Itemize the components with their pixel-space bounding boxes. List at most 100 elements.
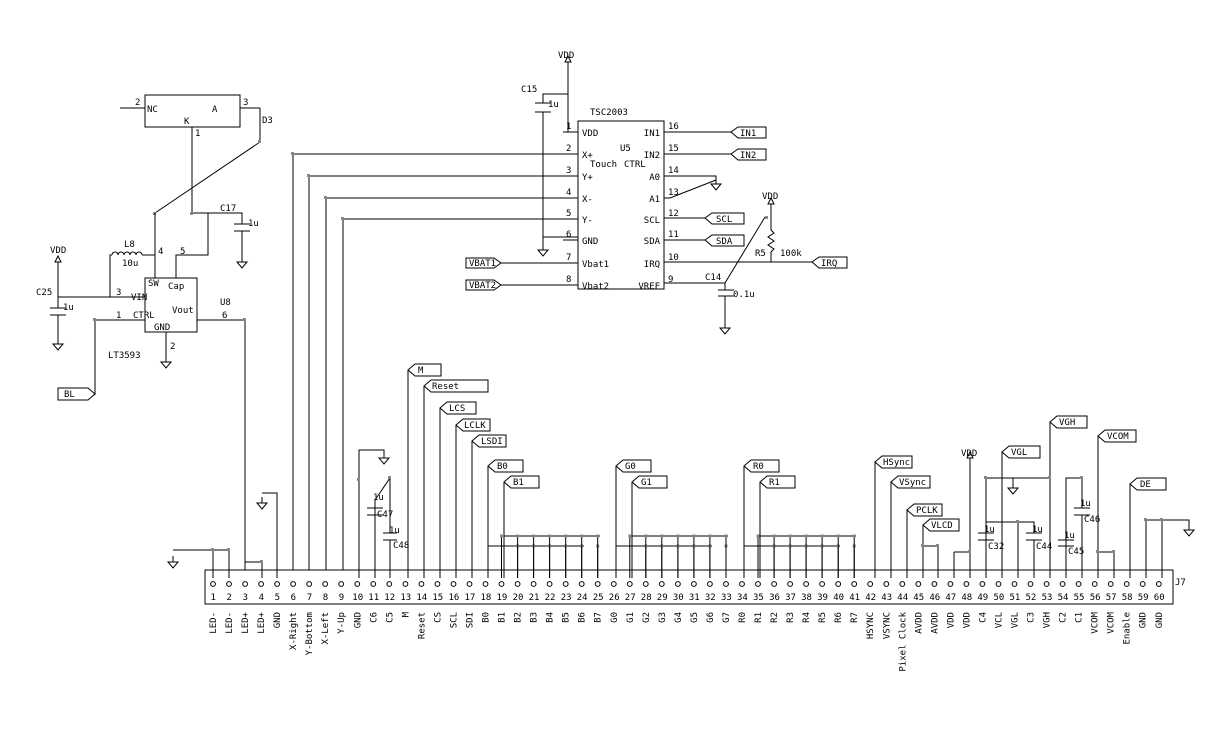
j7-pin[interactable] <box>418 581 425 587</box>
j7-pin[interactable] <box>1059 581 1066 587</box>
j7-pin[interactable] <box>354 581 361 587</box>
j7-pin[interactable] <box>434 581 441 587</box>
j7-pin[interactable] <box>338 581 345 587</box>
j7-pin[interactable] <box>1075 581 1082 587</box>
j7-pin-num: 55 <box>1074 593 1085 603</box>
j7-pin[interactable] <box>899 581 906 587</box>
j7-pin-label: X-Left <box>321 612 331 645</box>
j7-pin[interactable] <box>594 581 601 587</box>
j7-pin[interactable] <box>578 581 585 587</box>
j7-pin[interactable] <box>626 581 633 587</box>
j7-pin[interactable] <box>530 581 537 587</box>
j7-pin[interactable] <box>915 581 922 587</box>
j7-pin[interactable] <box>658 581 665 587</box>
j7-pin[interactable] <box>466 581 473 587</box>
j7-pin[interactable] <box>851 581 858 587</box>
svg-text:VSync: VSync <box>899 478 926 488</box>
j7-pin[interactable] <box>755 581 761 587</box>
j7-pin-num: 31 <box>689 593 700 603</box>
j7-pin-num: 11 <box>368 593 379 603</box>
j7-pin[interactable] <box>883 581 890 587</box>
j7-pin[interactable] <box>482 581 489 587</box>
j7-pin-num: 22 <box>545 593 556 603</box>
j7-pin[interactable] <box>1139 581 1146 587</box>
j7-pin[interactable] <box>963 581 970 587</box>
j7-pin-label: VDD <box>962 612 972 628</box>
j7-pin[interactable] <box>1043 581 1050 587</box>
port-irq: IRQ <box>811 256 848 269</box>
j7-pin[interactable] <box>1107 581 1114 587</box>
tsc-right-pin-num: 14 <box>668 166 679 176</box>
bus-junction <box>788 534 792 538</box>
j7-pin-num: 27 <box>625 593 636 603</box>
svg-text:IRQ: IRQ <box>821 259 837 269</box>
c14-value: 0.1u <box>733 290 755 300</box>
j7-pin[interactable] <box>322 581 329 587</box>
j7-pin[interactable] <box>1155 581 1162 587</box>
j7-pin[interactable] <box>739 581 745 587</box>
j7-pin[interactable] <box>386 581 393 587</box>
j7-pin[interactable] <box>562 581 569 587</box>
bus-junction <box>804 534 808 538</box>
j7-pin[interactable] <box>707 581 713 587</box>
j7-pin-label: GND <box>1155 612 1165 628</box>
j7-pin[interactable] <box>402 581 409 587</box>
j7-pin[interactable] <box>803 581 809 587</box>
j7-pin-label: VCOM <box>1107 611 1117 633</box>
j7-pin-num: 56 <box>1090 593 1101 603</box>
bus-junction <box>564 534 568 538</box>
j7-pin[interactable] <box>306 581 313 587</box>
j7-pin[interactable] <box>675 581 681 587</box>
j7-pin[interactable] <box>274 581 281 587</box>
tsc-left-pin-num: 8 <box>566 275 571 285</box>
j7-pin[interactable] <box>771 581 777 587</box>
j7-pin[interactable] <box>370 581 377 587</box>
j7-pin[interactable] <box>947 581 954 587</box>
touch-nets <box>291 152 578 578</box>
j7-pin-label: Y-Bottom <box>305 612 315 655</box>
j7-pin[interactable] <box>450 581 457 587</box>
j7-pin[interactable] <box>835 581 842 587</box>
j7-pin-label: G4 <box>674 612 684 623</box>
j7-pin[interactable] <box>546 581 553 587</box>
j7-pin[interactable] <box>642 581 649 587</box>
j7-pin[interactable] <box>1123 581 1130 587</box>
j7-pin[interactable] <box>514 581 521 587</box>
j7-pin-num: 34 <box>737 593 748 603</box>
j7-pin[interactable] <box>1091 581 1098 587</box>
j7-pin[interactable] <box>931 581 938 587</box>
j7-pin[interactable] <box>290 581 297 587</box>
j7-pin[interactable] <box>242 581 249 587</box>
sync-nets <box>874 462 939 578</box>
j7-pin[interactable] <box>1011 581 1018 587</box>
j7-pin[interactable] <box>258 581 265 587</box>
tsc-name2: CTRL <box>624 160 646 170</box>
j7-pin[interactable] <box>787 581 793 587</box>
lt3593-chip: LT3593 U8 SW Cap VIN CTRL GND Vout 4 5 3… <box>36 213 246 578</box>
j7-pin[interactable] <box>995 581 1002 587</box>
j7-pin[interactable] <box>610 581 617 587</box>
j7-pin[interactable] <box>226 581 232 587</box>
port-r0: R0 <box>743 459 780 473</box>
port-b1: B1 <box>503 475 540 489</box>
j7-pin[interactable] <box>691 581 697 587</box>
bus-drops <box>500 534 856 578</box>
j7-pin-label: VCL <box>995 612 1005 628</box>
j7-pin[interactable] <box>979 581 986 587</box>
j7-pin[interactable] <box>498 581 505 587</box>
j7-pin[interactable] <box>867 581 874 587</box>
port-in2: IN2 <box>730 148 767 161</box>
j7-pin-label: VDD <box>946 612 956 628</box>
j7-pin[interactable] <box>210 581 216 587</box>
j7-pin[interactable] <box>723 581 729 587</box>
j7-pin-num: 18 <box>481 593 492 603</box>
j7-pin[interactable] <box>1027 581 1034 587</box>
c14-ref: C14 <box>705 273 721 283</box>
j7-pin[interactable] <box>819 581 825 587</box>
bus-junction <box>500 534 503 538</box>
d3-pin-k: 1 <box>195 129 200 139</box>
j7-pin-num: 2 <box>227 593 232 603</box>
svg-text:DE: DE <box>1140 480 1151 490</box>
